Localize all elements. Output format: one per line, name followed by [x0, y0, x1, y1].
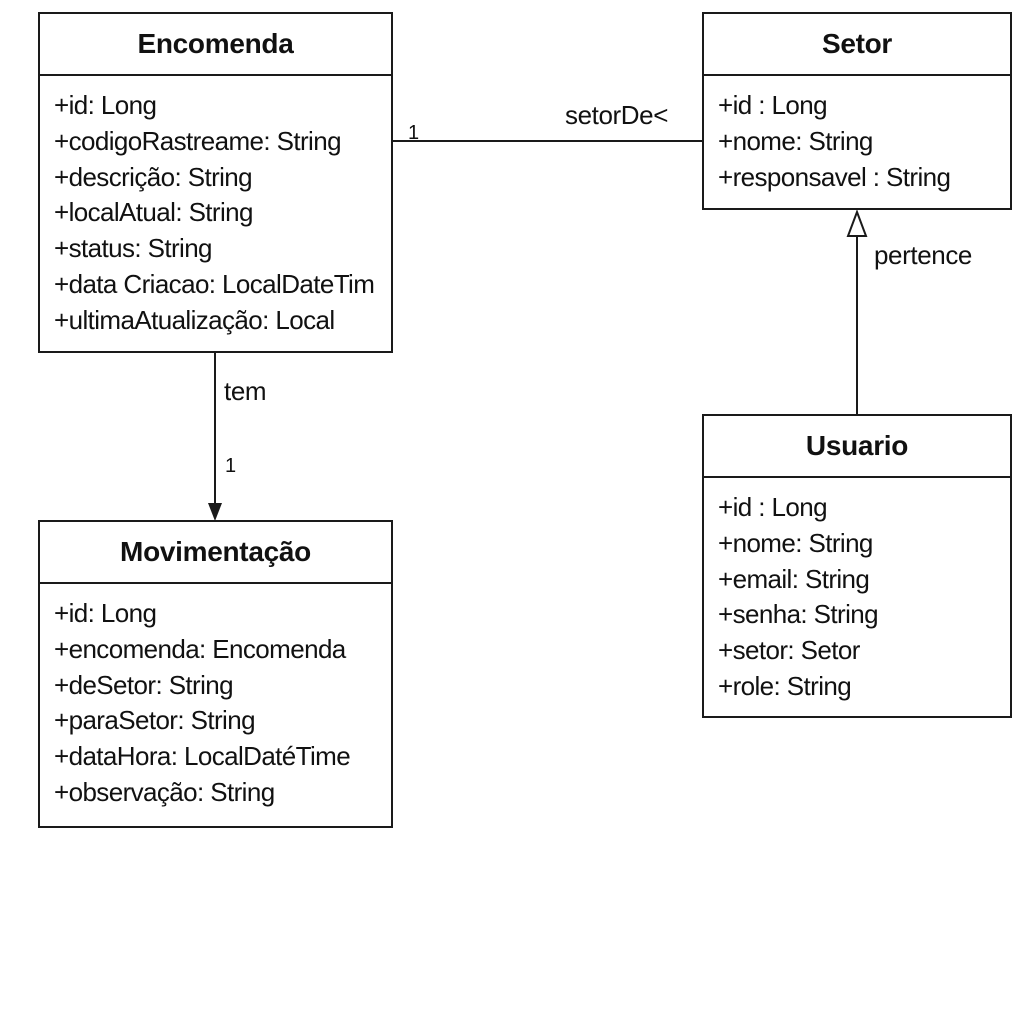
attribute: +data Criacao: LocalDateTim — [54, 268, 375, 299]
multiplicity-encomenda-movimentacao: 1 — [225, 455, 237, 477]
generalization-arrowhead — [846, 209, 868, 237]
attribute: +descrição: String — [54, 161, 253, 192]
attribute: +codigoRastreame: String — [54, 125, 342, 156]
relation-label-tem: tem — [224, 376, 267, 406]
class-name-encomenda: Encomenda — [40, 14, 391, 76]
attribute: +id: Long — [54, 90, 157, 120]
attribute-list-movimentacao: +id: Long +encomenda: Encomenda +deSetor… — [40, 584, 391, 811]
relation-label-setorde: setorDe< — [565, 100, 669, 130]
attribute-list-setor: +id : Long +nome: String +responsavel : … — [704, 76, 1010, 195]
class-movimentacao[interactable]: Movimentação +id: Long +encomenda: Encom… — [38, 520, 393, 828]
relation-label-pertence: pertence — [874, 240, 972, 270]
attribute: +setor: Setor — [718, 635, 860, 666]
attribute: +responsavel : String — [718, 161, 951, 192]
class-encomenda[interactable]: Encomenda +id: Long +codigoRastreame: St… — [38, 12, 393, 353]
attribute: +deSetor: String — [54, 669, 234, 700]
class-name-setor: Setor — [704, 14, 1010, 76]
attribute-list-encomenda: +id: Long +codigoRastreame: String +desc… — [40, 76, 391, 339]
attribute: +senha: String — [718, 599, 879, 630]
attribute: +email: String — [718, 563, 870, 594]
attribute: +nome: String — [718, 125, 873, 156]
multiplicity-encomenda-setor: 1 — [408, 122, 420, 144]
class-setor[interactable]: Setor +id : Long +nome: String +responsa… — [702, 12, 1012, 210]
class-usuario[interactable]: Usuario +id : Long +nome: String +email:… — [702, 414, 1012, 718]
attribute: +id : Long — [718, 90, 828, 120]
association-arrowhead — [208, 503, 222, 521]
class-name-usuario: Usuario — [704, 416, 1010, 478]
class-name-movimentacao: Movimentação — [40, 522, 391, 584]
attribute: +dataHora: LocalDatéTime — [54, 741, 351, 772]
attribute: +paraSetor: String — [54, 705, 256, 736]
attribute: +localAtual: String — [54, 197, 253, 228]
attribute: +id : Long — [718, 492, 828, 522]
attribute-list-usuario: +id : Long +nome: String +email: String … — [704, 478, 1010, 705]
attribute: +status: String — [54, 233, 213, 264]
attribute: +observação: String — [54, 776, 275, 807]
attribute: +id: Long — [54, 598, 157, 628]
attribute: +encomenda: Encomenda — [54, 633, 346, 664]
attribute: +nome: String — [718, 527, 873, 558]
attribute: +role: String — [718, 670, 852, 701]
attribute: +ultimaAtualização: Local — [54, 304, 335, 335]
